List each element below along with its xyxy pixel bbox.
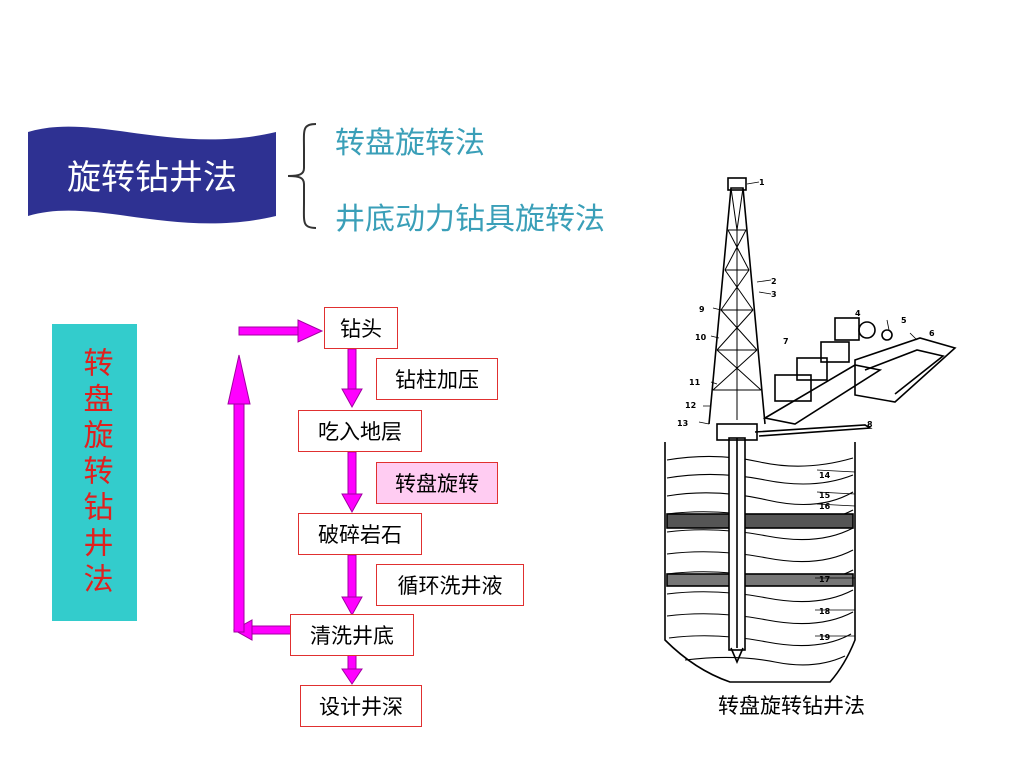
rig-label-17: 17	[819, 575, 830, 584]
rig-label-8: 8	[867, 420, 873, 429]
drilling-rig-illustration: 1 2 3 4 5 6 7 8 9 10 11 12 13 14 15 16 1…	[664, 177, 957, 683]
flow-action-weight: 钻柱加压	[376, 358, 498, 400]
arrow-down-3	[341, 554, 363, 617]
rig-label-18: 18	[819, 607, 831, 616]
rig-label-6: 6	[929, 329, 935, 338]
rig-label-3: 3	[771, 290, 777, 299]
flow-step-break-rock: 破碎岩石	[298, 513, 422, 555]
side-title-panel: 转盘旋转钻井法	[52, 324, 137, 621]
rig-label-10: 10	[695, 333, 707, 342]
rig-label-11: 11	[689, 378, 701, 387]
flow-step-target-depth: 设计井深	[300, 685, 422, 727]
rig-label-5: 5	[901, 316, 907, 325]
arrow-down-4	[341, 654, 363, 685]
flow-action-circulate: 循环洗井液	[376, 564, 524, 606]
rig-label-12: 12	[685, 401, 696, 410]
arrow-loop-top	[238, 319, 324, 343]
rig-label-13: 13	[677, 419, 688, 428]
flow-step-clean: 清洗井底	[290, 614, 414, 656]
method-downhole-motor: 井底动力钻具旋转法	[335, 202, 605, 237]
rig-label-9: 9	[699, 305, 705, 314]
title-banner	[28, 126, 276, 224]
rig-label-7: 7	[783, 337, 789, 346]
rig-label-19: 19	[819, 633, 831, 642]
side-title-text: 转盘旋转钻井法	[77, 346, 113, 599]
rig-caption: 转盘旋转钻井法	[718, 694, 865, 718]
page-title: 旋转钻井法	[67, 157, 237, 198]
rig-label-4: 4	[855, 309, 861, 318]
arrow-down-2	[341, 451, 363, 514]
flow-step-bit: 钻头	[324, 307, 398, 349]
rig-label-1: 1	[759, 178, 765, 187]
method-rotary-table: 转盘旋转法	[335, 126, 485, 161]
flow-step-penetrate: 吃入地层	[298, 410, 422, 452]
arrow-down-1	[341, 348, 363, 409]
flow-action-rotate: 转盘旋转	[376, 462, 498, 504]
brace-icon	[287, 123, 317, 229]
rig-label-15: 15	[819, 491, 831, 500]
rig-label-14: 14	[819, 471, 831, 480]
arrow-loop-up	[227, 354, 251, 633]
rig-label-16: 16	[819, 502, 831, 511]
rig-label-2: 2	[771, 277, 777, 286]
